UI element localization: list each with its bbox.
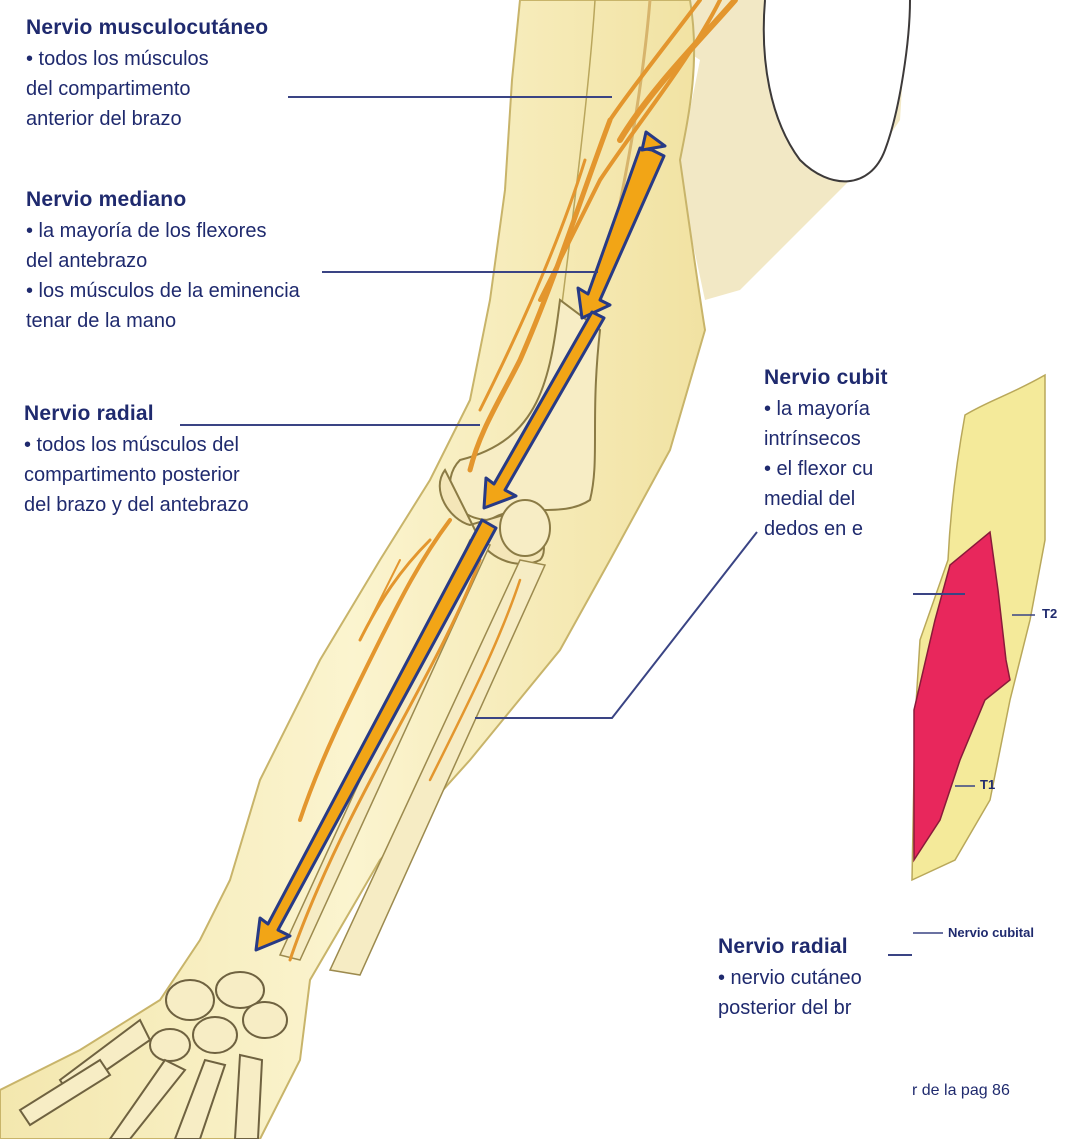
arrow-upper — [576, 146, 666, 320]
page-footer: r de la pag 86 — [912, 1082, 1010, 1099]
label-line: medial del — [764, 488, 856, 510]
label-title: Nervio cubit — [764, 366, 888, 389]
label-line: del brazo y del antebrazo — [24, 494, 249, 516]
inset-label-t1: T1 — [980, 777, 996, 792]
label-line: • el flexor cu — [764, 458, 874, 480]
label-radial: Nervio radial • todos los músculos del c… — [24, 402, 249, 520]
nerve-arrows — [254, 130, 667, 952]
hand-bones — [18, 971, 288, 1139]
label-line: • los músculos de la eminencia — [26, 280, 300, 302]
label-line: anterior del brazo — [26, 108, 182, 130]
label-line: compartimento posterior — [24, 464, 240, 486]
leader-lines — [180, 96, 912, 956]
label-line: • todos los músculos del — [24, 434, 239, 456]
label-radial-inset: Nervio radial • nervio cutáneo posterior… — [718, 935, 914, 1023]
label-line: posterior del br — [718, 997, 852, 1019]
label-line: tenar de la mano — [26, 310, 177, 332]
arrow-upper-tip — [640, 130, 667, 152]
label-line: intrínsecos — [764, 428, 861, 450]
label-line: del compartimento — [26, 78, 191, 100]
label-title: Nervio radial — [718, 935, 848, 958]
arm-silhouette — [0, 0, 707, 1139]
label-mediano: Nervio mediano • la mayoría de los flexo… — [26, 188, 300, 336]
dermatome-inset — [911, 373, 1046, 934]
nerve-fibers — [288, 0, 738, 962]
label-line: del antebrazo — [26, 250, 148, 272]
label-title: Nervio mediano — [26, 188, 187, 211]
chest-outline — [762, 0, 911, 183]
label-title: Nervio radial — [24, 402, 154, 425]
label-musculocutaneo: Nervio musculocutáneo • todos los múscul… — [26, 16, 268, 134]
arrow-middle — [482, 310, 606, 510]
dermatome-region — [913, 530, 1011, 863]
label-cubital: Nervio cubit • la mayoría intrínsecos • … — [764, 366, 914, 544]
arrow-lower — [254, 518, 498, 952]
inset-label-t2: T2 — [1042, 606, 1058, 621]
label-line: • la mayoría de los flexores — [26, 220, 267, 242]
label-title: Nervio musculocutáneo — [26, 16, 269, 39]
label-line: • nervio cutáneo — [718, 967, 862, 989]
inset-label-cubital: Nervio cubital — [948, 925, 1034, 940]
label-line: dedos en e — [764, 518, 863, 540]
label-line: • todos los músculos — [26, 48, 209, 70]
label-line: • la mayoría — [764, 398, 870, 420]
